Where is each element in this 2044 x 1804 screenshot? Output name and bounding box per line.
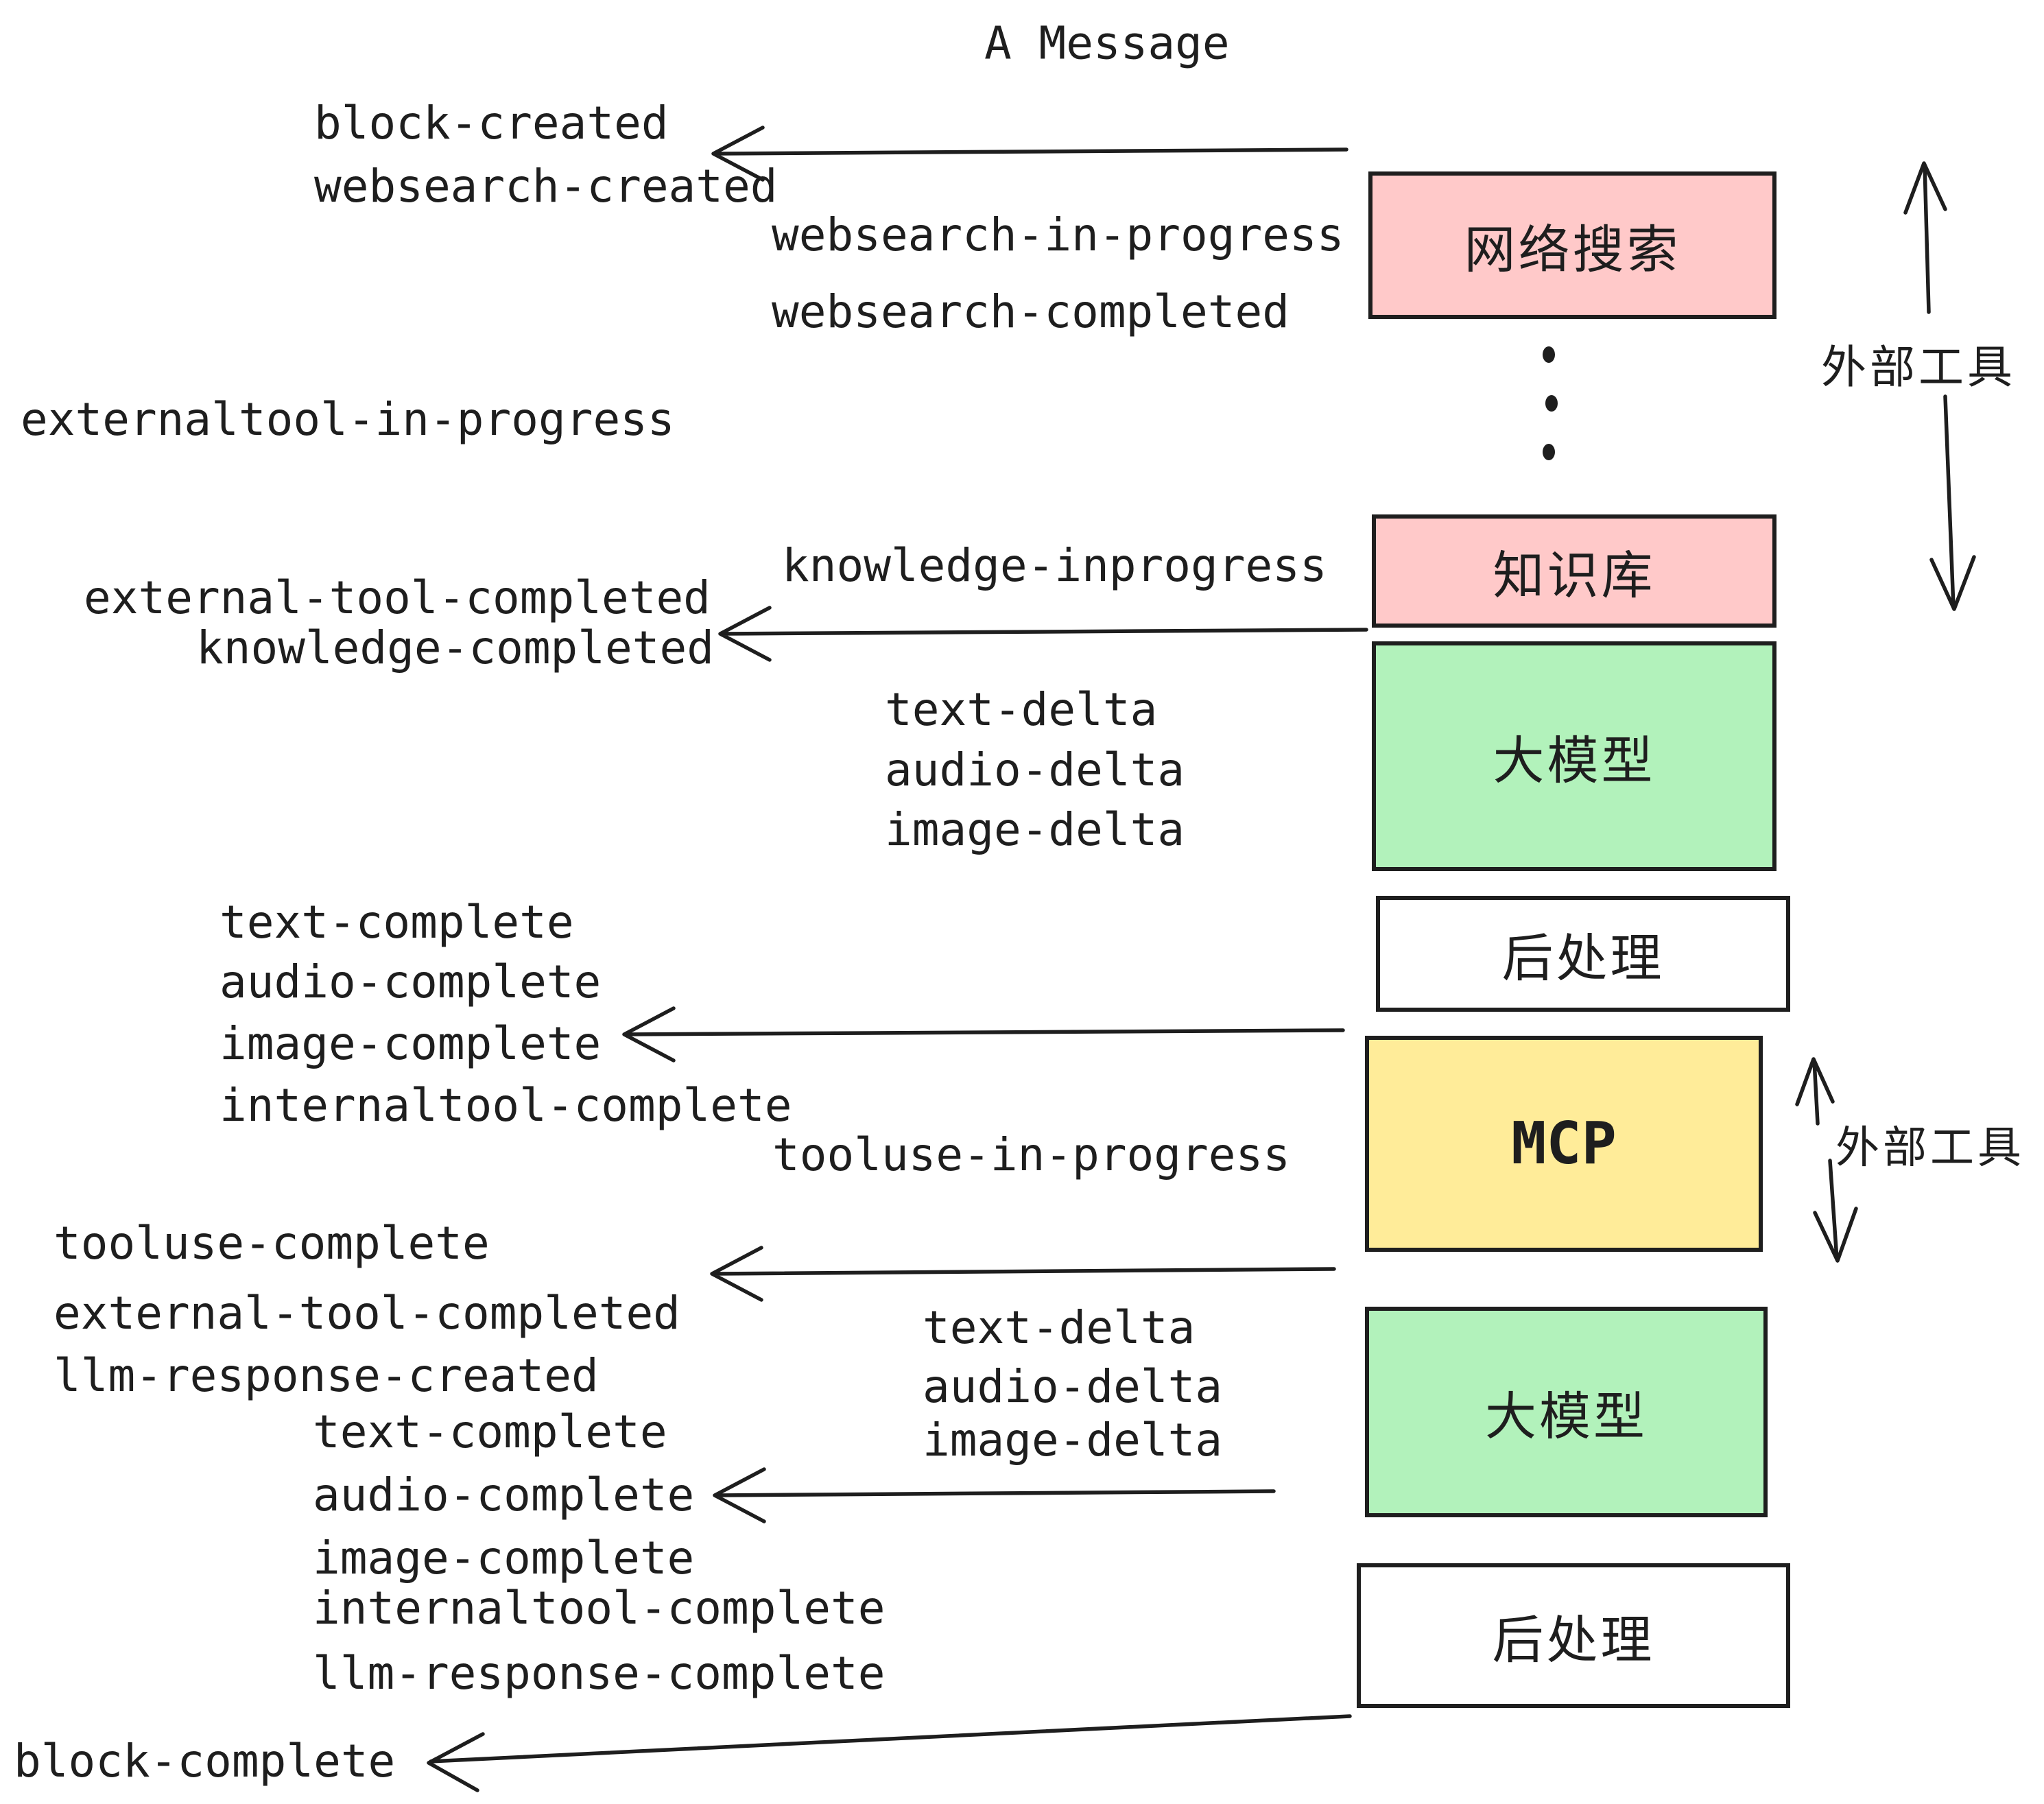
- box-llm-2: 大模型: [1365, 1307, 1768, 1517]
- event-websearch-in-progress: websearch-in-progress: [772, 209, 1344, 261]
- diagram-title: A Message: [984, 16, 1230, 70]
- event-text-delta-1: text-delta: [885, 683, 1158, 736]
- box-knowledge-label: 知识库: [1493, 547, 1656, 604]
- event-audio-complete-1: audio-complete: [219, 956, 602, 1008]
- box-postprocess-1: 后处理: [1376, 896, 1790, 1012]
- event-audio-delta-2: audio-delta: [923, 1360, 1223, 1413]
- box-websearch: 网络搜索: [1368, 171, 1776, 319]
- box-llm-1-label: 大模型: [1493, 732, 1656, 790]
- mcp-external-up-arrow: [1795, 1057, 1835, 1126]
- event-knowledge-completed: knowledge-completed: [196, 621, 714, 674]
- external-tools-up-arrow: [1903, 161, 1947, 314]
- arrow-to-knowledge-completed: [718, 606, 1368, 662]
- event-internaltool-complete-1: internaltool-complete: [219, 1079, 792, 1132]
- box-postprocess-1-label: 后处理: [1501, 929, 1665, 987]
- event-block-complete: block-complete: [14, 1735, 396, 1788]
- event-image-complete-1: image-complete: [219, 1017, 602, 1070]
- event-llm-response-complete: llm-response-complete: [313, 1647, 886, 1700]
- ellipsis-dots: [1543, 346, 1558, 460]
- box-websearch-label: 网络搜索: [1464, 221, 1681, 278]
- event-image-delta-2: image-delta: [923, 1414, 1223, 1467]
- event-audio-complete-2: audio-complete: [313, 1469, 695, 1521]
- arrow-to-tooluse-complete: [710, 1246, 1336, 1302]
- arrow-to-audio-complete: [713, 1467, 1276, 1523]
- box-mcp: MCP: [1365, 1036, 1763, 1252]
- event-text-complete-1: text-complete: [219, 896, 574, 949]
- external-tools-label-top: 外部工具: [1821, 342, 2016, 392]
- event-websearch-created: websearch-created: [314, 160, 778, 213]
- arrow-to-block-complete: [427, 1714, 1352, 1792]
- external-tools-down-arrow: [1929, 394, 1976, 611]
- event-image-delta-1: image-delta: [885, 803, 1185, 856]
- event-websearch-completed: websearch-completed: [772, 285, 1290, 338]
- event-tooluse-in-progress: tooluse-in-progress: [772, 1128, 1290, 1181]
- arrow-to-block-created: [711, 126, 1348, 182]
- event-llm-response-created: llm-response-created: [54, 1349, 599, 1402]
- event-external-tool-completed: external-tool-completed: [84, 571, 711, 624]
- event-text-delta-2: text-delta: [923, 1301, 1196, 1354]
- event-image-complete-2: image-complete: [313, 1532, 695, 1585]
- event-tooluse-complete: tooluse-complete: [54, 1217, 490, 1270]
- event-block-created: block-created: [314, 97, 669, 150]
- event-audio-delta-1: audio-delta: [885, 744, 1185, 796]
- box-postprocess-2: 后处理: [1357, 1563, 1790, 1708]
- box-postprocess-2-label: 后处理: [1492, 1611, 1655, 1669]
- event-external-tool-completed-2: external-tool-completed: [54, 1287, 680, 1340]
- external-tools-label-bottom: 外部工具: [1835, 1123, 2025, 1172]
- arrow-to-image-complete: [622, 1006, 1345, 1063]
- box-mcp-label: MCP: [1511, 1110, 1617, 1178]
- event-knowledge-inprogress: knowledge-inprogress: [782, 539, 1327, 592]
- event-externaltool-in-progress: externaltool-in-progress: [21, 393, 675, 446]
- box-llm-1: 大模型: [1372, 641, 1776, 871]
- box-llm-2-label: 大模型: [1484, 1388, 1648, 1445]
- event-internaltool-complete-2: internaltool-complete: [313, 1582, 886, 1635]
- box-knowledge: 知识库: [1372, 514, 1776, 628]
- event-text-complete-2: text-complete: [313, 1405, 667, 1458]
